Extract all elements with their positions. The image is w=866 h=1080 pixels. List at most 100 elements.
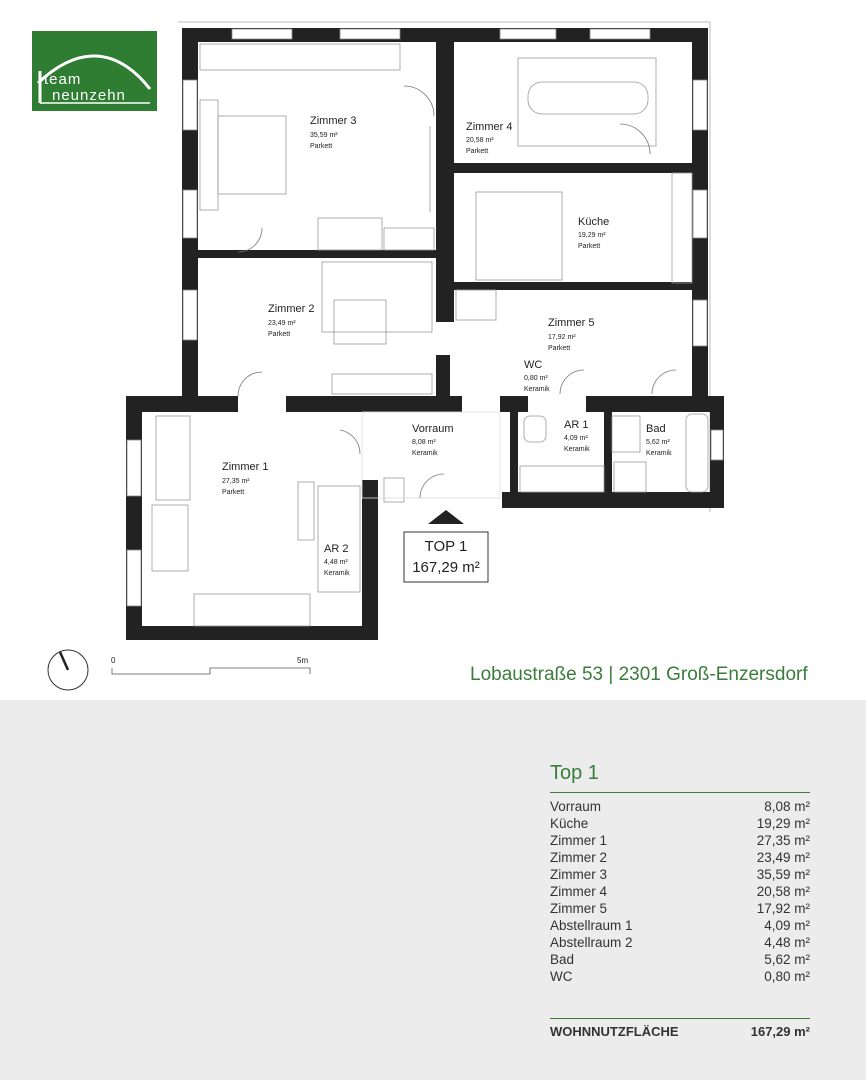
wall xyxy=(500,396,528,412)
logo-hill-icon xyxy=(36,54,152,104)
room-ar2: AR 2 4,48 m² Keramik xyxy=(324,543,350,577)
svg-text:5,62 m²: 5,62 m² xyxy=(646,439,670,446)
floor-plan: Zimmer 3 35,59 m² Parkett Zimmer 4 20,58… xyxy=(47,21,724,691)
doors xyxy=(237,85,677,499)
summary-row-value: 17,92 m² xyxy=(756,901,810,916)
svg-text:35,59 m²: 35,59 m² xyxy=(310,132,338,139)
toilet xyxy=(523,415,547,443)
summary-row-label: Zimmer 4 xyxy=(550,884,607,899)
window xyxy=(339,28,401,40)
wardrobe-zimmer3 xyxy=(199,43,401,71)
svg-text:23,49 m²: 23,49 m² xyxy=(268,320,296,327)
shelf-ar2 xyxy=(317,485,361,593)
svg-text:Keramik: Keramik xyxy=(646,450,672,457)
door-arc xyxy=(419,473,445,499)
svg-text:8,08 m²: 8,08 m² xyxy=(412,439,436,446)
svg-text:Keramik: Keramik xyxy=(524,386,550,393)
summary-row-value: 0,80 m² xyxy=(764,969,810,984)
summary-row-value: 4,48 m² xyxy=(764,935,810,950)
total-label: WOHNNUTZFLÄCHE xyxy=(550,1024,679,1039)
window xyxy=(692,189,708,239)
wall xyxy=(604,412,612,492)
bed-zimmer1 xyxy=(155,415,191,501)
summary-row-value: 23,49 m² xyxy=(756,850,810,865)
svg-text:17,92 m²: 17,92 m² xyxy=(548,334,576,341)
svg-text:Vorraum: Vorraum xyxy=(412,423,454,435)
summary-row-value: 27,35 m² xyxy=(756,833,810,848)
summary-divider xyxy=(550,1018,810,1019)
door-arc xyxy=(651,369,677,395)
windows xyxy=(126,28,724,607)
company-logo: team neunzehn xyxy=(32,31,157,111)
room-wc: WC 0,80 m² Keramik xyxy=(524,359,550,393)
svg-text:Keramik: Keramik xyxy=(412,450,438,457)
desk-zimmer1 xyxy=(151,504,189,572)
wall xyxy=(586,396,724,412)
scale-start: 0 xyxy=(111,656,116,665)
wall xyxy=(454,163,692,173)
room-zimmer5: Zimmer 5 17,92 m² Parkett xyxy=(548,317,594,352)
door-arc xyxy=(559,369,585,395)
window xyxy=(692,299,708,347)
bed xyxy=(217,115,287,195)
summary-row-label: Zimmer 3 xyxy=(550,867,607,882)
wall xyxy=(502,492,724,508)
summary-row-label: Abstellraum 1 xyxy=(550,918,633,933)
svg-text:20,58 m²: 20,58 m² xyxy=(466,137,494,144)
entrance-arrow-icon xyxy=(428,510,464,524)
logo-text-team: team xyxy=(44,71,82,88)
outline-frame xyxy=(178,21,711,512)
shelf-ar1 xyxy=(519,465,605,493)
svg-text:Bad: Bad xyxy=(646,423,666,435)
svg-text:Zimmer 2: Zimmer 2 xyxy=(268,303,314,315)
door-arc xyxy=(237,371,263,397)
tv-board xyxy=(331,373,433,395)
door-arc xyxy=(237,227,263,253)
window xyxy=(182,189,198,239)
window xyxy=(126,439,142,497)
svg-text:Parkett: Parkett xyxy=(548,345,570,352)
address: Lobaustraße 53 | 2301 Groß-Enzersdorf xyxy=(470,664,808,685)
wardrobe-zimmer1 xyxy=(193,593,311,627)
wall xyxy=(362,480,378,640)
summary-row-value: 20,58 m² xyxy=(756,884,810,899)
box xyxy=(383,477,405,503)
dining-table xyxy=(527,81,649,115)
unit-label-name: TOP 1 xyxy=(425,538,468,555)
room-ar1: AR 1 4,09 m² Keramik xyxy=(564,419,590,453)
svg-text:Keramik: Keramik xyxy=(564,446,590,453)
rug xyxy=(333,299,387,345)
room-vorraum: Vorraum 8,08 m² Keramik xyxy=(412,423,454,457)
room-zimmer2: Zimmer 2 23,49 m² Parkett xyxy=(268,303,314,338)
summary-row: Zimmer 3 35,59 m² xyxy=(550,866,810,883)
window xyxy=(499,28,557,40)
summary-row-value: 8,08 m² xyxy=(764,799,810,814)
vorraum-tiles xyxy=(361,411,501,499)
summary-row-value: 5,62 m² xyxy=(764,952,810,967)
svg-text:Zimmer 4: Zimmer 4 xyxy=(466,121,512,133)
window xyxy=(126,549,142,607)
window xyxy=(710,429,724,461)
cabinet-zimmer1 xyxy=(297,481,315,541)
summary-row-label: Zimmer 1 xyxy=(550,833,607,848)
room-bad: Bad 5,62 m² Keramik xyxy=(646,423,672,457)
wall xyxy=(436,42,454,322)
furniture xyxy=(151,43,709,627)
door-arc xyxy=(619,123,651,155)
svg-text:0,80 m²: 0,80 m² xyxy=(524,375,548,382)
cabinet xyxy=(383,227,435,251)
svg-text:4,09 m²: 4,09 m² xyxy=(564,435,588,442)
svg-text:AR 2: AR 2 xyxy=(324,543,348,555)
room-zimmer3: Zimmer 3 35,59 m² Parkett xyxy=(310,115,356,150)
wall xyxy=(126,626,376,640)
svg-text:AR 1: AR 1 xyxy=(564,419,588,431)
scale-end: 5m xyxy=(297,656,308,665)
bathtub xyxy=(685,413,709,493)
summary-row-value: 35,59 m² xyxy=(756,867,810,882)
svg-text:Keramik: Keramik xyxy=(324,570,350,577)
